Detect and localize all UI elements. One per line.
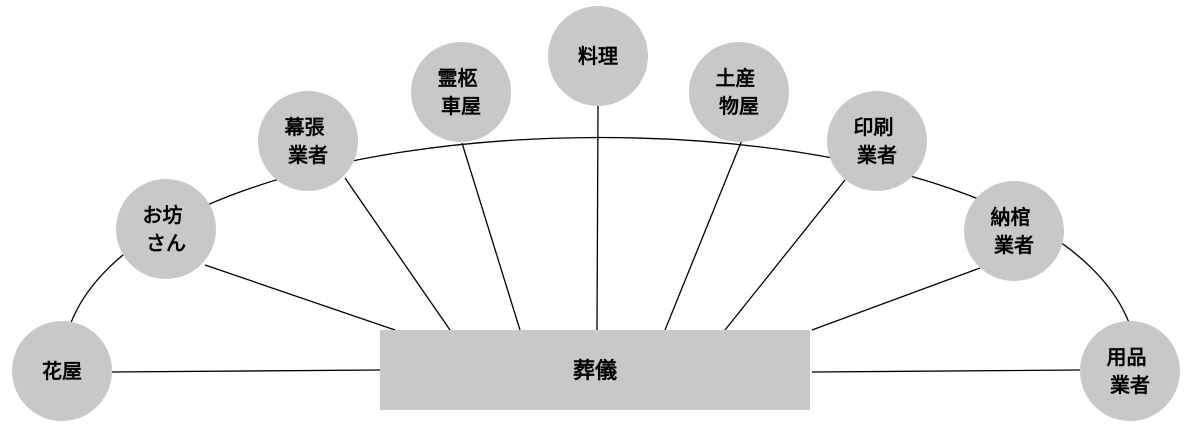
node-label-line: 納棺: [991, 205, 1031, 229]
node-label-line: 霊柩: [438, 66, 478, 90]
spoke-obousan: [204, 264, 396, 331]
node-circle: [12, 321, 112, 421]
node-label-line: さん: [146, 231, 186, 255]
node-label-line: 車屋: [441, 94, 481, 118]
node-reikyusha: 霊柩 車屋: [411, 42, 511, 142]
node-circle: [689, 42, 789, 142]
center-label: 葬儀: [573, 358, 617, 384]
center-node: 葬儀: [380, 330, 810, 410]
spoke-reikyusha: [461, 142, 521, 331]
node-label-line: 業者: [857, 143, 897, 167]
node-circle: [964, 181, 1064, 281]
node-label: 土産 物屋: [716, 66, 763, 118]
node-label: 印刷 業者: [854, 115, 901, 167]
node-label-line: 花屋: [42, 359, 82, 383]
center-box: [380, 330, 810, 410]
node-circle: [116, 179, 216, 279]
node-label: 納棺 業者: [991, 205, 1038, 257]
node-label: 霊柩 車屋: [438, 66, 485, 118]
node-miyage: 土産 物屋: [689, 42, 789, 142]
node-label-line: 印刷: [854, 115, 894, 139]
node-ryori: 料理: [548, 6, 648, 106]
node-label: 料理: [578, 44, 618, 68]
node-label: お坊 さん: [143, 203, 190, 255]
node-label: 花屋: [42, 359, 82, 383]
node-circle: [258, 91, 358, 191]
node-label: 幕張 業者: [284, 115, 332, 167]
node-obousan: お坊 さん: [116, 179, 216, 279]
node-label: 用品 業者: [1107, 345, 1154, 397]
spoke-hanaya: [111, 369, 381, 373]
node-circle: [1080, 321, 1180, 421]
spoke-miyage: [664, 139, 743, 331]
node-makubari: 幕張 業者: [258, 91, 358, 191]
spoke-nokan: [811, 267, 981, 331]
spoke-yohin: [811, 369, 1081, 373]
spokes: [111, 104, 1081, 373]
node-circle: [411, 42, 511, 142]
node-circle: [548, 6, 648, 106]
node-circle: [827, 91, 927, 191]
node-label-line: 業者: [288, 143, 328, 167]
spoke-makubari: [344, 177, 451, 331]
node-insatsu: 印刷 業者: [827, 91, 927, 191]
spoke-insatsu: [724, 179, 846, 331]
node-label-line: 幕張: [284, 115, 326, 139]
node-yohin: 用品 業者: [1080, 321, 1180, 421]
node-label-line: 物屋: [719, 94, 759, 118]
node-label-line: 業者: [994, 233, 1034, 257]
node-hanaya: 花屋: [12, 321, 112, 421]
node-label-line: 料理: [578, 44, 618, 68]
spoke-ryori: [596, 104, 599, 331]
node-nokan: 納棺 業者: [964, 181, 1064, 281]
node-label-line: お坊: [143, 203, 183, 227]
node-label-line: 業者: [1110, 373, 1150, 397]
node-label-line: 土産: [716, 66, 756, 90]
node-label-line: 用品: [1107, 345, 1147, 369]
